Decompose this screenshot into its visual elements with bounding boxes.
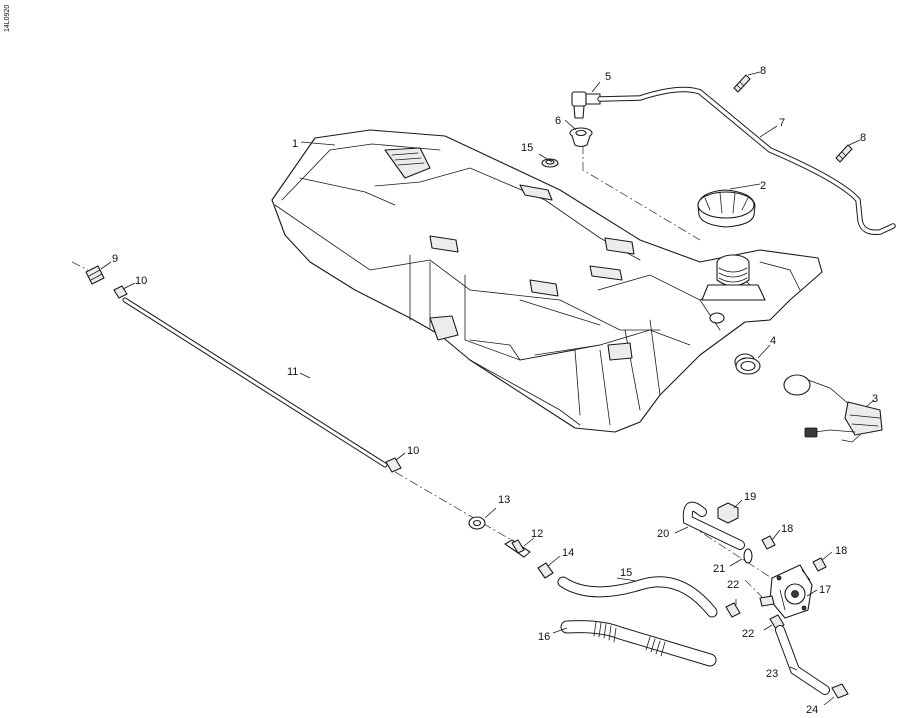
- fuel-line-11[interactable]: [122, 297, 388, 468]
- callout-6: 6: [555, 115, 561, 127]
- callout-3: 3: [872, 393, 878, 405]
- callout-15-lower: 15: [620, 567, 632, 579]
- hose-clamp-8-upper[interactable]: [733, 74, 751, 93]
- callout-12: 12: [531, 528, 543, 540]
- callout-15-upper: 15: [521, 142, 533, 154]
- callout-14: 14: [562, 547, 574, 559]
- callout-10-upper: 10: [135, 275, 147, 287]
- fuel-tank[interactable]: [271, 129, 823, 433]
- callout-labels: 1 2 3 4 5 6 7 8 8 9 10 10 11 12 13 14 15…: [112, 65, 878, 716]
- assembly-axes: [71, 145, 791, 601]
- cap-19[interactable]: [717, 502, 739, 524]
- fuel-cap[interactable]: [697, 189, 756, 228]
- callout-22-right: 22: [742, 628, 754, 640]
- check-valve[interactable]: [504, 539, 531, 558]
- callout-11: 11: [287, 366, 298, 378]
- fuel-hose-15[interactable]: [557, 576, 718, 618]
- callout-2: 2: [760, 180, 766, 192]
- callout-8-lower: 8: [860, 132, 866, 144]
- corrugated-hose-16[interactable]: [560, 620, 717, 667]
- fuel-pump[interactable]: [759, 564, 813, 619]
- callout-24: 24: [806, 704, 818, 716]
- callout-7: 7: [779, 117, 785, 129]
- sensor-seal-ring[interactable]: [735, 357, 761, 375]
- leader-lines: [100, 71, 875, 706]
- callout-5: 5: [605, 71, 611, 83]
- washer[interactable]: [468, 516, 486, 530]
- clamp-14[interactable]: [537, 562, 554, 579]
- callout-18-right: 18: [835, 545, 847, 557]
- hose-23[interactable]: [775, 625, 830, 695]
- callout-18-left: 18: [781, 523, 793, 535]
- drawing-id: 14L0920: [4, 5, 11, 32]
- callout-23: 23: [766, 668, 778, 680]
- clamp-22-left[interactable]: [725, 602, 741, 618]
- vent-hose[interactable]: [597, 86, 896, 235]
- screw-18-right[interactable]: [812, 557, 827, 572]
- callout-22-left: 22: [727, 579, 739, 591]
- callout-13: 13: [498, 494, 510, 506]
- grommet[interactable]: [569, 127, 593, 148]
- bent-hose-20[interactable]: [682, 501, 745, 550]
- callout-10-lower: 10: [407, 445, 419, 457]
- callout-1: 1: [292, 138, 298, 150]
- clamp-24[interactable]: [831, 683, 849, 699]
- fuel-level-sensor[interactable]: [783, 374, 883, 443]
- clamp-10-lower[interactable]: [385, 457, 402, 473]
- o-ring-21[interactable]: [743, 548, 753, 564]
- hose-clamp-8-lower[interactable]: [835, 144, 853, 163]
- vent-elbow-fitting[interactable]: [571, 91, 601, 119]
- callout-8-upper: 8: [760, 65, 766, 77]
- callout-19: 19: [744, 491, 756, 503]
- tank-grommet[interactable]: [541, 158, 559, 168]
- screw-18-left[interactable]: [761, 535, 776, 550]
- callout-16: 16: [538, 631, 550, 643]
- callout-21: 21: [713, 563, 725, 575]
- callout-17: 17: [819, 584, 831, 596]
- callout-20: 20: [657, 528, 669, 540]
- callout-4: 4: [770, 335, 776, 347]
- callout-9: 9: [112, 253, 118, 265]
- fitting-9[interactable]: [85, 265, 105, 285]
